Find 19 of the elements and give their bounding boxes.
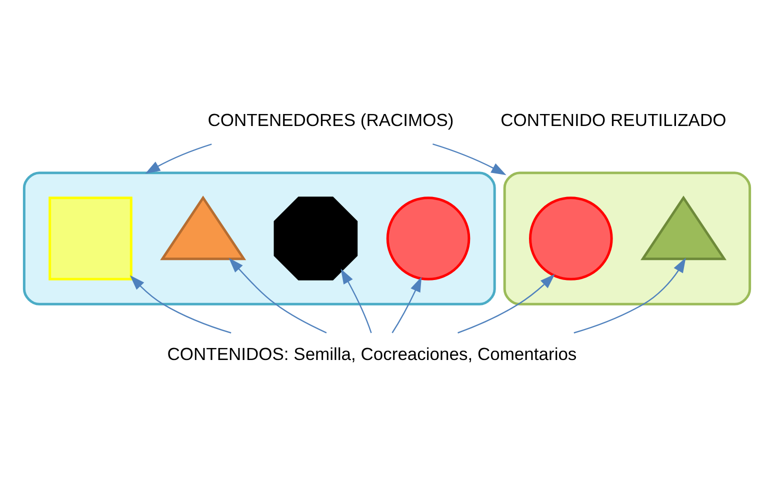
arrow [228, 258, 327, 334]
arrow [145, 144, 212, 174]
label: CONTENIDO REUTILIZADO [500, 110, 726, 130]
arrow [130, 275, 232, 334]
node-octagon [274, 196, 358, 280]
node-box [48, 196, 132, 280]
cluster [22, 172, 496, 306]
node-circle [529, 196, 613, 280]
cluster [503, 172, 752, 306]
node-triangle [160, 196, 246, 260]
arrow [432, 143, 506, 176]
node-text: CONTENEDORES (RACIMOS) [208, 110, 454, 130]
arrow [574, 258, 686, 334]
node-triangle [640, 196, 726, 260]
arrow [340, 268, 372, 334]
arrow [392, 276, 422, 334]
node-text: CONTENIDOS: Semilla, Cocreaciones, Comentarios [167, 344, 577, 364]
node-circle [386, 196, 470, 280]
arrow [458, 274, 555, 334]
